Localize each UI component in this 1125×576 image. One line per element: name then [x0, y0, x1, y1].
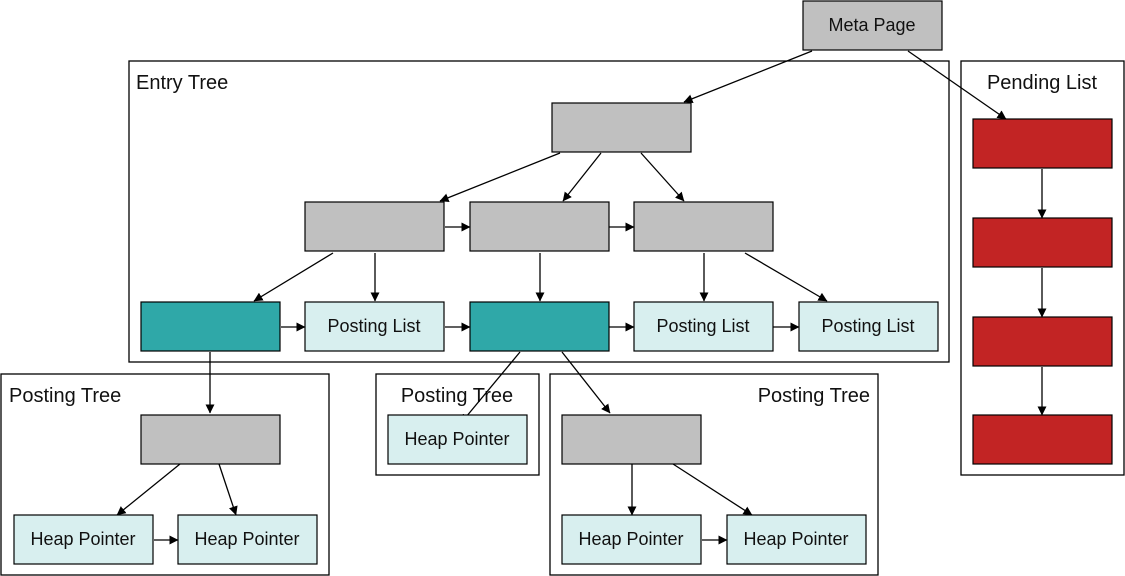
- edge-inner-3-to-leaf-5: [744, 252, 828, 302]
- edge-meta-to-pending: [907, 50, 1007, 120]
- entry-leaf-4-posting-list: Posting List: [633, 301, 774, 352]
- pt-left-root-node: [140, 414, 281, 465]
- entry-leaf-2-posting-list: Posting List: [304, 301, 445, 352]
- edge-root-to-inner-1: [439, 152, 561, 203]
- pt-left-root-box: [140, 414, 281, 465]
- pt-right-heap-pointer-1: Heap Pointer: [561, 514, 702, 565]
- pending-list-item-2: [972, 217, 1113, 268]
- posting-tree-left-container: Posting Tree: [0, 373, 330, 576]
- pt-middle-heap-pointer-1: Heap Pointer: [387, 414, 528, 465]
- pt-middle-leaf-1-label: Heap Pointer: [404, 429, 509, 449]
- entry-leaf-5-posting-list: Posting List: [798, 301, 939, 352]
- edge-pt-left-root-to-leaf-2: [218, 463, 238, 516]
- pt-left-heap-pointer-1: Heap Pointer: [13, 514, 154, 565]
- pt-right-leaf-2-box: [726, 514, 867, 565]
- entry-root-box: [551, 102, 692, 153]
- pending-list-item-3: [972, 316, 1113, 367]
- pt-right-leaf-2-label: Heap Pointer: [743, 529, 848, 549]
- pending-list-item-1: [972, 118, 1113, 169]
- entry-leaf-5-box: [798, 301, 939, 352]
- entry-inner-3-box: [633, 201, 774, 252]
- entry-leaf-2-label: Posting List: [327, 316, 420, 336]
- edge-root-to-inner-3: [640, 152, 685, 202]
- nodes: Meta Page Posting List: [13, 0, 1113, 565]
- edge-meta-to-entry-root: [683, 50, 813, 104]
- pending-list-item-4: [972, 414, 1113, 465]
- pt-left-heap-pointer-2: Heap Pointer: [177, 514, 318, 565]
- meta-page-label: Meta Page: [828, 15, 915, 35]
- entry-leaf-1-box: [140, 301, 281, 352]
- entry-inner-node-2: [469, 201, 610, 252]
- entry-tree-container: Entry Tree: [128, 60, 950, 363]
- meta-page-box: [802, 0, 943, 51]
- edge-root-to-inner-2: [562, 152, 602, 202]
- edge-pt-right-root-to-leaf-2: [672, 463, 753, 516]
- pending-list-container: Pending List: [960, 60, 1125, 476]
- meta-page-node: Meta Page: [802, 0, 943, 51]
- entry-inner-2-box: [469, 201, 610, 252]
- pending-3-box: [972, 316, 1113, 367]
- entry-leaf-5-label: Posting List: [821, 316, 914, 336]
- entry-leaf-1-posting-tree-root: [140, 301, 281, 352]
- entry-tree-title: Entry Tree: [136, 72, 228, 94]
- pt-left-leaf-1-box: [13, 514, 154, 565]
- edge-inner-1-to-leaf-1: [253, 252, 334, 302]
- posting-tree-right-title: Posting Tree: [758, 385, 870, 407]
- entry-inner-node-1: [304, 201, 445, 252]
- edge-leaf-3-to-posting-tree-right: [561, 351, 611, 414]
- entry-leaf-4-label: Posting List: [656, 316, 749, 336]
- posting-tree-left-title: Posting Tree: [9, 385, 121, 407]
- posting-tree-right-container: Posting Tree: [549, 373, 879, 576]
- entry-leaf-3-box: [469, 301, 610, 352]
- pt-left-leaf-2-label: Heap Pointer: [194, 529, 299, 549]
- entry-leaf-3-posting-tree-root: [469, 301, 610, 352]
- pt-right-heap-pointer-2: Heap Pointer: [726, 514, 867, 565]
- entry-inner-node-3: [633, 201, 774, 252]
- posting-tree-middle-title: Posting Tree: [401, 385, 513, 407]
- pending-list-title: Pending List: [987, 72, 1098, 94]
- entry-root-node: [551, 102, 692, 153]
- edges: [116, 50, 1047, 545]
- pt-right-root-node: [561, 414, 702, 465]
- edge-leaf-3-to-posting-tree-middle: [460, 351, 521, 424]
- entry-inner-1-box: [304, 201, 445, 252]
- edge-pt-left-root-to-leaf-1: [116, 463, 181, 516]
- entry-leaf-4-box: [633, 301, 774, 352]
- pending-1-box: [972, 118, 1113, 169]
- pending-4-box: [972, 414, 1113, 465]
- posting-tree-middle-container: Posting Tree: [375, 373, 540, 476]
- pending-2-box: [972, 217, 1113, 268]
- pt-right-root-box: [561, 414, 702, 465]
- pt-left-leaf-1-label: Heap Pointer: [30, 529, 135, 549]
- pt-left-leaf-2-box: [177, 514, 318, 565]
- entry-leaf-2-box: [304, 301, 445, 352]
- pt-right-leaf-1-label: Heap Pointer: [578, 529, 683, 549]
- pt-right-leaf-1-box: [561, 514, 702, 565]
- pt-middle-leaf-1-box: [387, 414, 528, 465]
